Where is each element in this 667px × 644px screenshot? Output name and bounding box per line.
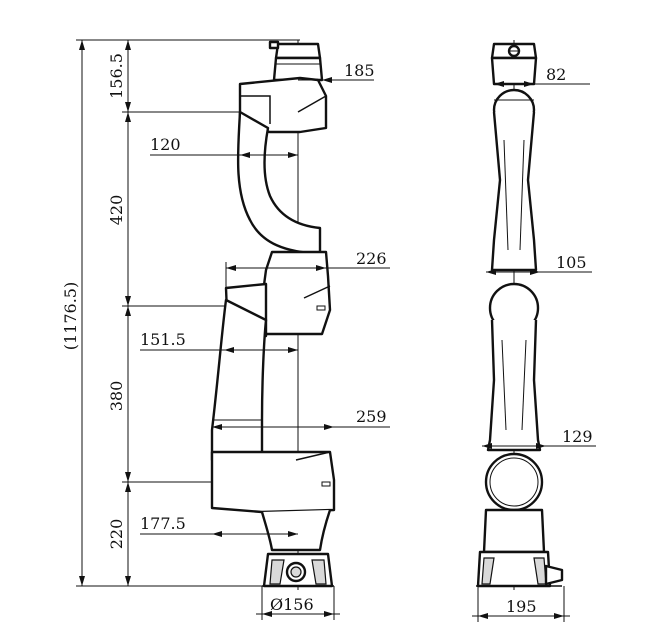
dim-base-j2: 156.5 [107, 53, 126, 99]
front-dimensions: (1176.5) 156.5 420 380 220 185 120 226 [61, 39, 390, 620]
dim-wrist-offset: 177.5 [140, 514, 186, 533]
side-wrist-joint [484, 452, 544, 512]
upper-arm-link [236, 110, 322, 256]
side-dimensions: 82 105 129 195 [472, 65, 596, 622]
wrist-joint [210, 450, 336, 514]
dim-total-height: (1176.5) [61, 282, 80, 350]
dim-j2-offset: 120 [150, 135, 181, 154]
dim-elbow-width: 226 [356, 249, 387, 268]
dim-wrist: 220 [107, 519, 126, 550]
dim-side-upper: 105 [556, 253, 587, 272]
forearm-link [210, 298, 268, 462]
top-joint [272, 56, 324, 82]
side-forearm-link [486, 319, 542, 452]
dim-wrist-width: 259 [356, 407, 387, 426]
dim-side-top: 82 [546, 65, 566, 84]
dim-side-lower: 129 [562, 427, 593, 446]
elbow-joint [260, 250, 332, 336]
side-connector [544, 564, 564, 586]
dim-side-base: 195 [506, 597, 537, 616]
top-cap [274, 42, 322, 60]
dim-top-offset: 185 [344, 61, 375, 80]
dim-forearm: 380 [107, 381, 126, 412]
dim-forearm-offset: 151.5 [140, 330, 186, 349]
dim-upper-arm: 420 [107, 195, 126, 226]
wrist-flange [260, 509, 332, 552]
front-view [210, 40, 336, 590]
side-upper-link [490, 111, 538, 272]
dim-base-diameter: Ø156 [270, 595, 314, 614]
side-view [476, 40, 564, 590]
